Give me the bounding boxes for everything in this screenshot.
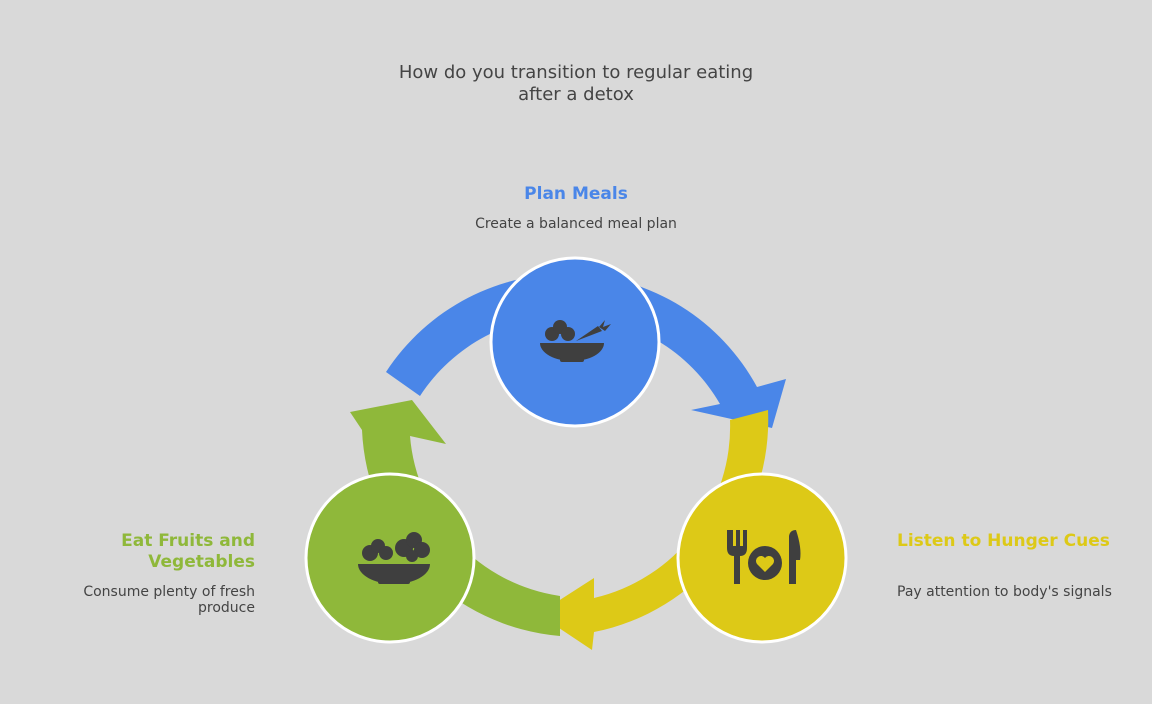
plan-meals-description: Create a balanced meal plan	[475, 216, 677, 232]
plan-meals-title: Plan Meals	[524, 184, 628, 204]
fork-plate-knife-heart-icon	[727, 530, 801, 584]
plan-meals-node	[489, 256, 661, 428]
salad-bowl-carrot-icon	[540, 320, 611, 362]
arc-plan-to-hunger	[386, 273, 786, 428]
diagram-title: How do you transition to regular eating …	[398, 62, 754, 105]
listen-hunger-title: Listen to Hunger Cues	[897, 531, 1110, 551]
eat-fruits-description: Consume plenty of fresh produce	[83, 584, 255, 616]
arc-eat-to-plan	[350, 400, 560, 636]
listen-hunger-description: Pay attention to body's signals	[897, 584, 1112, 600]
vegetable-bowl-icon	[358, 532, 430, 584]
eat-fruits-title: Eat Fruits and Vegetables	[121, 531, 255, 572]
